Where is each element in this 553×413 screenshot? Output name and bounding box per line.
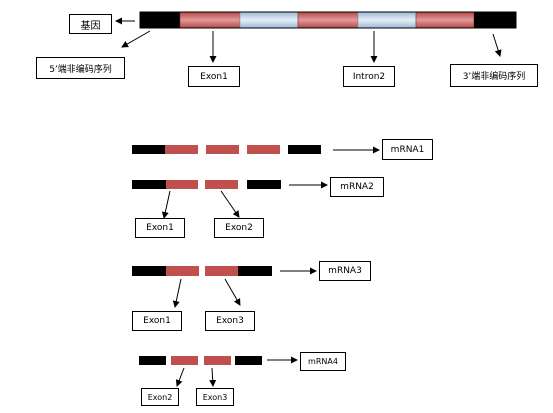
mrna4-track [139, 356, 262, 365]
utr5-label: 5’端非编码序列 [36, 57, 125, 79]
gene-intron2 [357, 11, 417, 29]
mrna1-track [132, 145, 321, 154]
mrna4-utr3 [235, 356, 262, 365]
gene-label: 基因 [69, 14, 112, 34]
mrna2-utr5 [132, 180, 166, 189]
exon1-label: Exon1 [188, 66, 240, 87]
mrna4-utr5 [139, 356, 166, 365]
arrow-mrna4-exon2 [175, 367, 185, 387]
mrna1-label: mRNA1 [382, 139, 433, 160]
mrna2-label: mRNA2 [330, 177, 384, 197]
mrna1-utr5 [132, 145, 165, 154]
mrna4-exon3-label: Exon3 [196, 388, 234, 406]
mrna1-exon1 [165, 145, 198, 154]
gene-exon2 [297, 11, 359, 29]
mrna1-exon3 [247, 145, 280, 154]
mrna3-track [132, 266, 272, 276]
mrna2-track [132, 180, 281, 189]
mrna3-label: mRNA3 [319, 261, 371, 281]
arrow-mrna3-exon3 [224, 278, 241, 306]
mrna2-exon2-label: Exon2 [214, 218, 264, 238]
gene-outline [139, 11, 517, 29]
mrna3-exon1 [166, 266, 199, 276]
arrow-to-utr5-label [121, 30, 151, 48]
arrow-mrna3-exon1 [172, 278, 182, 308]
gene-intron1 [239, 11, 299, 29]
utr3-label: 3’端非编码序列 [450, 64, 538, 87]
mrna4-label: mRNA4 [300, 352, 346, 371]
arrow-to-utr3-label [492, 33, 502, 57]
mrna2-exon1-label: Exon1 [135, 218, 185, 238]
mrna4-exon3 [204, 356, 231, 365]
gene-exon1 [179, 11, 241, 29]
intron2-label: Intron2 [343, 66, 395, 87]
gene-utr3 [474, 12, 516, 28]
arrow-mrna2-exon2 [220, 190, 240, 218]
gene-utr5 [140, 12, 180, 28]
mrna4-exon2 [171, 356, 198, 365]
mrna3-exon3-label: Exon3 [205, 311, 255, 331]
mrna4-exon2-label: Exon2 [141, 388, 179, 406]
mrna1-exon2 [206, 145, 239, 154]
mrna3-exon3 [205, 266, 238, 276]
mrna2-exon1 [166, 180, 198, 189]
mrna2-utr3 [247, 180, 281, 189]
gene-exon3 [415, 11, 475, 29]
gene-bar [139, 11, 517, 29]
mrna1-utr3 [288, 145, 321, 154]
mrna3-utr3 [238, 266, 272, 276]
mrna3-exon1-label: Exon1 [132, 311, 182, 331]
mrna2-exon2 [205, 180, 238, 189]
mrna3-utr5 [132, 266, 166, 276]
arrow-mrna4-exon3 [209, 367, 217, 387]
arrow-mrna2-exon1 [161, 190, 171, 219]
